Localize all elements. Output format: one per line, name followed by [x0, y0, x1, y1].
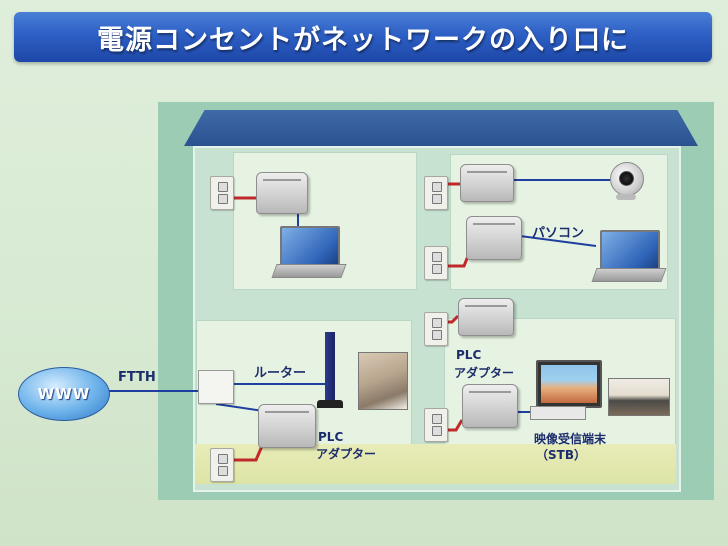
router-label: ルーター [254, 366, 307, 381]
outlet-icon-upper-left [210, 176, 234, 210]
plc-adapter-label-lower-line2: アダプター [316, 447, 377, 461]
stb-label-line1: 映像受信端末 [534, 432, 607, 446]
outlet-icon-upper-right-1 [424, 176, 448, 210]
laptop-icon-upper-left [271, 226, 347, 280]
slide-title-bar: 電源コンセントがネットワークの入り口に [14, 12, 712, 62]
internet-globe-icon: WWW [18, 367, 110, 421]
router-tower-icon [325, 332, 335, 400]
onu-box-icon [198, 370, 234, 404]
outlet-icon-lower-right-1 [424, 312, 448, 346]
plc-adapter-icon-lower-right-1 [458, 298, 514, 336]
router-tower-base-icon [317, 400, 343, 408]
plc-adapter-icon-upper-right-2 [466, 216, 522, 260]
stb-label-line2: （STB） [536, 448, 586, 462]
house-roof [184, 110, 698, 146]
living-room-photo-image [608, 378, 670, 416]
plc-adapter-label-mid-line1: PLC [456, 348, 482, 362]
plc-adapter-label-lower-line1: PLC [318, 430, 344, 444]
outlet-icon-upper-right-2 [424, 246, 448, 280]
desk-photo-image [358, 352, 408, 410]
network-camera-icon [606, 162, 646, 202]
plc-adapter-icon-lower-left [258, 404, 316, 448]
outlet-icon-lower-left [210, 448, 234, 482]
outlet-icon-lower-right-2 [424, 408, 448, 442]
plc-adapter-icon-upper-right-1 [460, 164, 514, 202]
television-icon [536, 360, 602, 408]
laptop-icon-upper-right [591, 230, 667, 284]
plc-adapter-icon-lower-right-2 [462, 384, 518, 428]
stb-box-icon [530, 406, 586, 420]
ground-floor-strip [195, 444, 676, 484]
slide-title: 電源コンセントがネットワークの入り口に [97, 24, 629, 56]
plc-adapter-icon-upper-left [256, 172, 308, 214]
internet-label: WWW [37, 385, 91, 403]
pc-label: パソコン [532, 226, 585, 241]
ftth-label: FTTH [118, 370, 156, 385]
plc-adapter-label-mid-line2: アダプター [454, 366, 515, 380]
